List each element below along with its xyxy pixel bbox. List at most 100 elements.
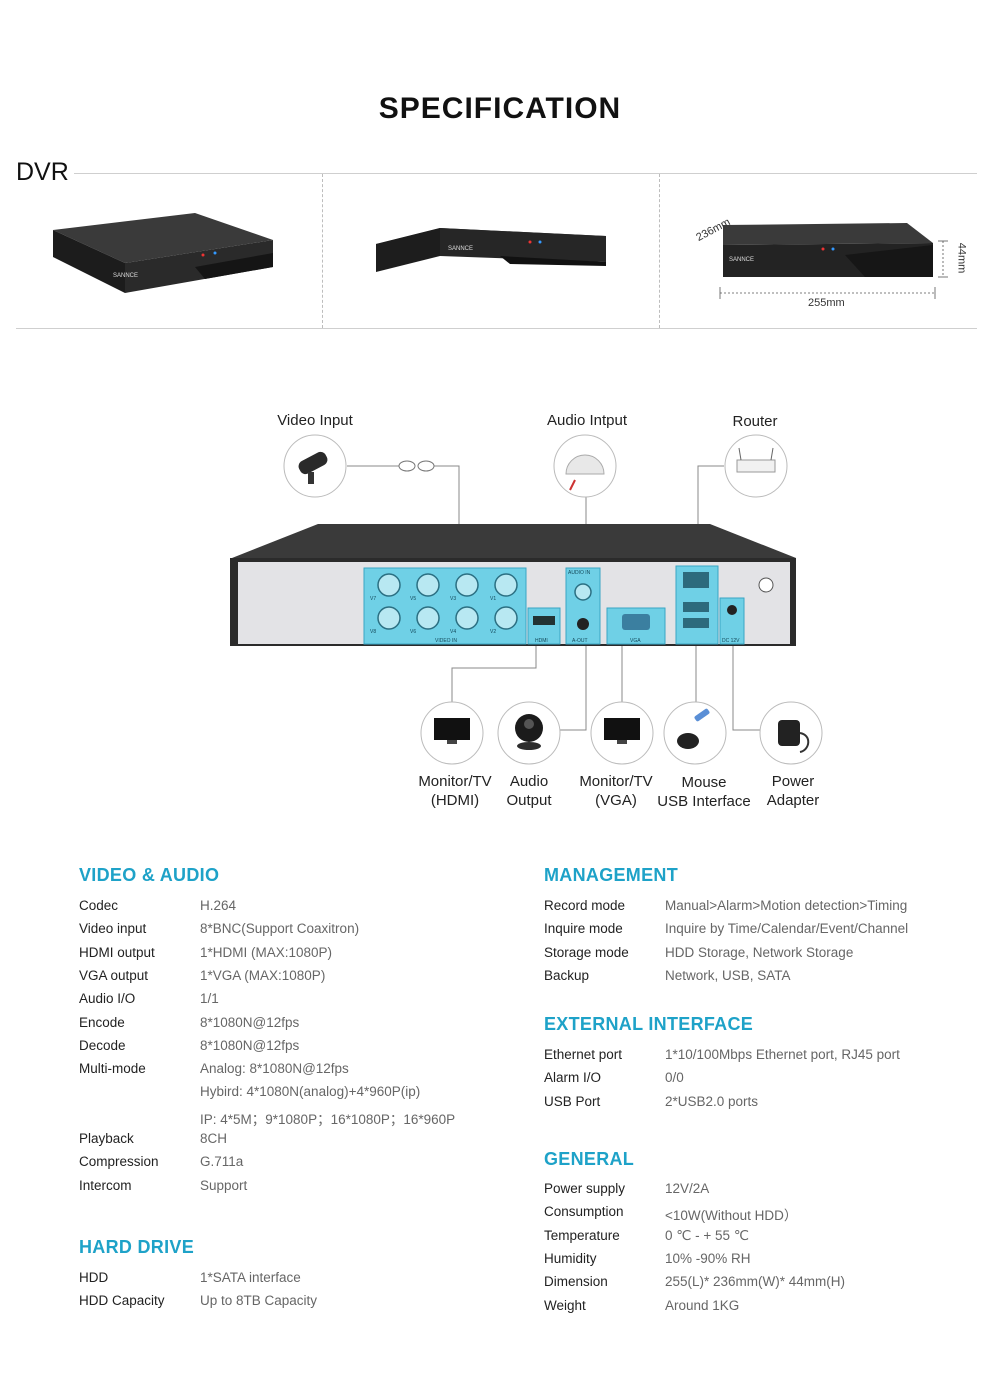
- panel-label-v8: V8: [370, 629, 376, 635]
- spec-value: 1/1: [200, 991, 219, 1007]
- spec-key: Playback: [79, 1131, 134, 1146]
- label-audio-output: Audio Output: [489, 772, 569, 810]
- spec-value: Support: [200, 1177, 248, 1193]
- panel-label-audio-in: AUDIO IN: [568, 570, 591, 576]
- spec-value: Inquire by Time/Calendar/Event/Channel: [665, 921, 909, 937]
- spec-key: HDD: [79, 1270, 109, 1285]
- divider-dashed-1: [322, 174, 323, 328]
- panel-label-video-in: VIDEO IN: [435, 638, 457, 644]
- spec-key: Ethernet port: [544, 1047, 623, 1062]
- power-adapter-icon: [759, 701, 823, 765]
- spec-value: 0/0: [665, 1070, 684, 1086]
- monitor-vga-icon: [590, 701, 654, 765]
- microphone-icon: [553, 434, 617, 498]
- panel-label-v1: V1: [490, 596, 496, 602]
- heading-hard-drive: HARD DRIVE: [79, 1237, 195, 1257]
- spec-key: USB Port: [544, 1093, 601, 1109]
- spec-value: IP: 4*5M；9*1080P；16*1080P；16*960P: [200, 1111, 456, 1127]
- label-power-line2: Adapter: [766, 792, 820, 809]
- camera-icon: [283, 434, 347, 498]
- mouse-icon: [663, 701, 727, 765]
- label-monitor-vga: Monitor/TV (VGA): [566, 772, 666, 810]
- spec-key: Codec: [79, 898, 119, 913]
- spec-key: VGA output: [79, 967, 149, 983]
- panel-label-a-out: A-OUT: [572, 638, 588, 644]
- label-monitor-hdmi: Monitor/TV (HDMI): [405, 772, 505, 810]
- label-monitor-vga-line1: Monitor/TV: [579, 773, 653, 790]
- label-audio-input: Audio Intput: [546, 412, 628, 429]
- label-power: Power Adapter: [753, 772, 833, 810]
- label-monitor-hdmi-line1: Monitor/TV: [418, 773, 492, 790]
- spec-key: Weight: [544, 1297, 586, 1313]
- page-title: SPECIFICATION: [378, 92, 622, 125]
- heading-general: GENERAL: [544, 1149, 635, 1169]
- heading-video-audio: VIDEO & AUDIO: [79, 865, 220, 885]
- spec-value: G.711a: [200, 1154, 244, 1170]
- divider-bottom: [16, 328, 977, 329]
- spec-key: Multi-mode: [79, 1061, 146, 1077]
- spec-value: HDD Storage, Network Storage: [665, 944, 854, 960]
- heading-external-interface: EXTERNAL INTERFACE: [544, 1014, 754, 1034]
- spec-value: 8CH: [200, 1131, 228, 1146]
- spec-key: Alarm I/O: [544, 1070, 602, 1086]
- label-power-line1: Power: [771, 773, 815, 790]
- spec-key: Humidity: [544, 1250, 597, 1266]
- spec-key: Inquire mode: [544, 921, 623, 937]
- dvr-section-label: DVR: [16, 158, 69, 186]
- dvr-photo-side: SANNCE: [376, 228, 606, 272]
- spec-key: Power supply: [544, 1181, 626, 1196]
- spec-value: 8*1080N@12fps: [200, 1014, 300, 1030]
- monitor-hdmi-icon: [420, 701, 484, 765]
- spec-key: Decode: [79, 1037, 126, 1053]
- panel-label-v4: V4: [450, 629, 456, 635]
- dvr-rear-panel: VIDEO IN AUDIO IN A-OUT HDMI VGA DC 12V …: [230, 524, 796, 646]
- router-icon: [724, 434, 788, 498]
- spec-value: 8*BNC(Support Coaxitron): [200, 921, 360, 937]
- spec-value: 2*USB2.0 ports: [665, 1093, 759, 1109]
- panel-label-v6: V6: [410, 629, 416, 635]
- panel-label-dc: DC 12V: [722, 638, 740, 644]
- spec-key: HDD Capacity: [79, 1293, 165, 1309]
- dim-height: 44mm: [955, 242, 968, 274]
- spec-key: Encode: [79, 1014, 125, 1030]
- spec-value: Manual>Alarm>Motion detection>Timing: [665, 898, 908, 913]
- spec-value: 10% -90% RH: [665, 1250, 751, 1266]
- spec-key: Record mode: [544, 898, 626, 913]
- spec-value: Analog: 8*1080N@12fps: [200, 1061, 349, 1077]
- dim-width: 255mm: [808, 297, 845, 309]
- spec-value: 1*10/100Mbps Ethernet port, RJ45 port: [665, 1047, 900, 1062]
- label-audio-output-line2: Output: [506, 792, 552, 809]
- panel-label-v3: V3: [450, 596, 456, 602]
- spec-value: 12V/2A: [665, 1181, 710, 1196]
- spec-key: Audio I/O: [79, 991, 136, 1007]
- dvr-photo-dimensions: SANNCE: [719, 223, 948, 299]
- spec-key: Dimension: [544, 1274, 608, 1290]
- spec-value: Up to 8TB Capacity: [200, 1293, 318, 1309]
- label-mouse-line2: USB Interface: [657, 793, 751, 810]
- divider-top: [74, 173, 977, 174]
- panel-label-v7: V7: [370, 596, 376, 602]
- speaker-icon: [497, 701, 561, 765]
- label-audio-output-line1: Audio: [509, 773, 549, 790]
- spec-key: Backup: [544, 967, 590, 983]
- spec-value: Network, USB, SATA: [665, 967, 791, 983]
- label-monitor-vga-line2: (VGA): [595, 792, 637, 809]
- svg-text:SANNCE: SANNCE: [729, 257, 754, 263]
- spec-key: Storage mode: [544, 944, 629, 960]
- panel-label-hdmi: HDMI: [535, 638, 548, 644]
- spec-value: 255(L)* 236mm(W)* 44mm(H): [665, 1274, 846, 1290]
- label-video-input: Video Input: [277, 412, 353, 429]
- bnc-connector-icon: [398, 460, 435, 472]
- spec-value: 1*SATA interface: [200, 1270, 301, 1285]
- spec-key: HDMI output: [79, 944, 155, 960]
- spec-key: Consumption: [544, 1204, 624, 1220]
- heading-management: MANAGEMENT: [544, 865, 678, 885]
- spec-value: 1*VGA (MAX:1080P): [200, 967, 326, 983]
- connection-diagram: VIDEO IN AUDIO IN A-OUT HDMI VGA DC 12V …: [230, 434, 823, 765]
- panel-label-vga: VGA: [630, 638, 641, 644]
- label-router: Router: [732, 413, 778, 430]
- spec-value: 1*HDMI (MAX:1080P): [200, 944, 333, 960]
- spec-value: H.264: [200, 898, 237, 913]
- spec-value: 0 ℃ - + 55 ℃: [665, 1227, 749, 1243]
- spec-key: Compression: [79, 1154, 159, 1170]
